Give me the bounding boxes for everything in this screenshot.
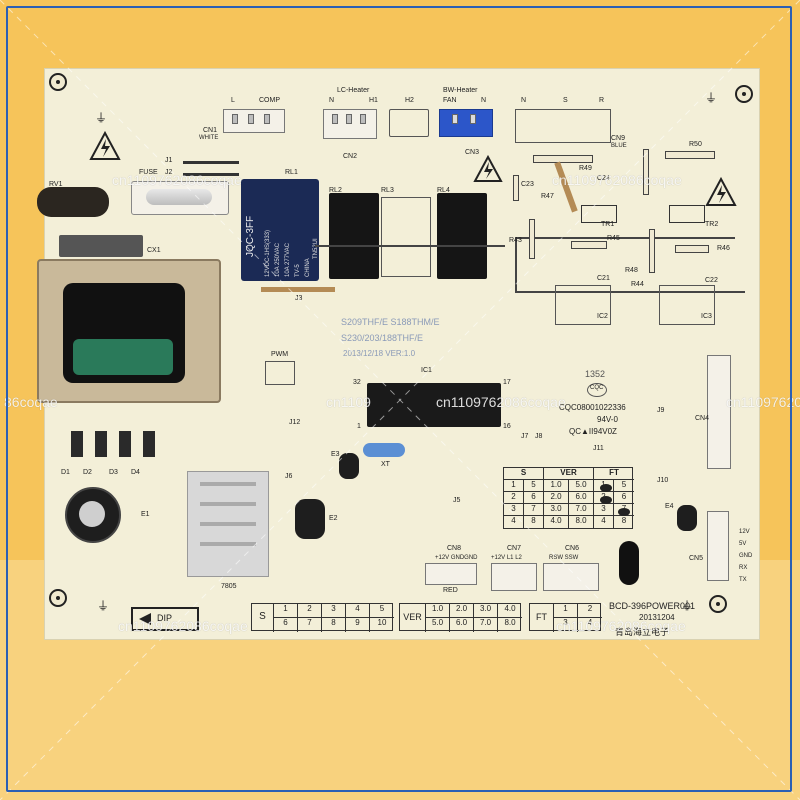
watermark-text: cn1109762086coqae xyxy=(726,394,800,410)
frame-border xyxy=(6,6,792,792)
watermark-text: 86coqae xyxy=(4,394,58,410)
watermark-text: cn1109762086coqae xyxy=(556,618,686,634)
watermark-text: cn1109762086coqae xyxy=(118,618,248,634)
watermark-text: cn1109 xyxy=(326,394,371,410)
watermark-text: cn1109762086coqae xyxy=(436,394,566,410)
watermark-text: cn1109762086coqae xyxy=(552,172,682,188)
watermark-text: cn1109762086coqae xyxy=(112,172,242,188)
